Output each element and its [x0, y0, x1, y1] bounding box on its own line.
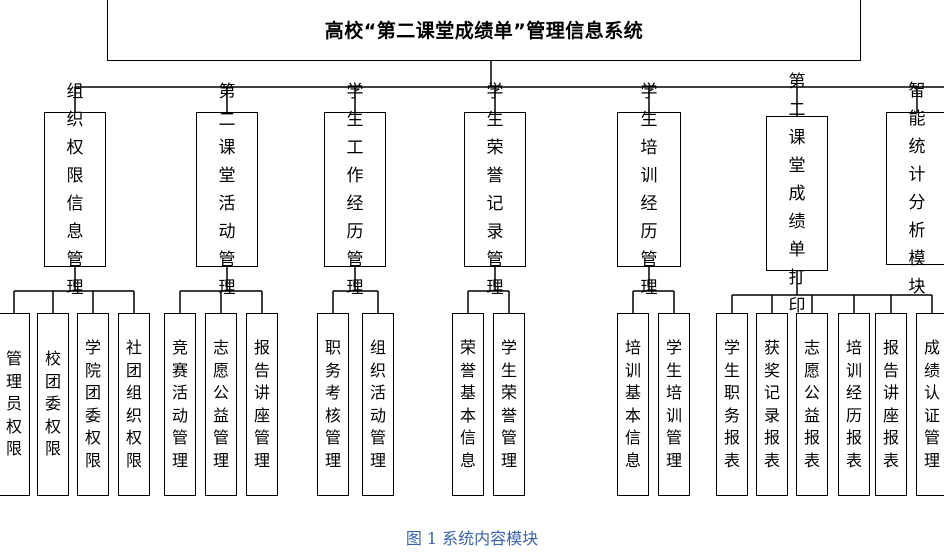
module-node-label: 第二课堂活动管理 — [218, 81, 236, 298]
sub-node: 成绩认证管理 — [916, 313, 944, 496]
sub-node: 学生培训管理 — [658, 313, 690, 496]
sub-node: 学生荣誉管理 — [493, 313, 525, 496]
sub-node: 学院团委权限 — [77, 313, 109, 496]
sub-node-label: 学生荣誉管理 — [500, 338, 517, 470]
sub-node: 志愿公益管理 — [205, 313, 237, 496]
sub-node: 竞赛活动管理 — [164, 313, 196, 496]
figure-caption: 图 1 系统内容模块 — [405, 529, 539, 548]
sub-node-label: 组织活动管理 — [369, 338, 386, 470]
sub-node: 职务考核管理 — [317, 313, 349, 496]
module-node: 学生工作经历管理 — [324, 82, 386, 298]
module-node: 学生荣誉记录管理 — [464, 82, 526, 298]
sub-node: 社团组织权限 — [118, 313, 150, 496]
sub-node: 培训经历报表 — [838, 313, 870, 496]
sub-node-label: 志愿公益管理 — [212, 338, 229, 470]
sub-node: 报告讲座管理 — [246, 313, 278, 496]
module-node: 组织权限信息管理 — [44, 82, 106, 298]
module-node-label: 智能统计分析模块 — [908, 80, 926, 297]
module-node-label: 学生荣誉记录管理 — [486, 81, 504, 298]
sub-node-label: 职务考核管理 — [324, 338, 341, 470]
sub-node-label: 培训经历报表 — [845, 338, 862, 470]
sub-node: 校团委权限 — [37, 313, 69, 496]
module-node-label: 学生工作经历管理 — [346, 81, 364, 298]
module-node: 第二课堂成绩单打印 — [766, 72, 828, 316]
sub-node-label: 报告讲座报表 — [882, 338, 899, 470]
sub-node: 获奖记录报表 — [756, 313, 788, 496]
root-node: 高校“第二课堂成绩单”管理信息系统 — [107, 0, 861, 61]
module-node: 第二课堂活动管理 — [196, 82, 258, 298]
module-node: 学生培训经历管理 — [617, 82, 681, 298]
sub-node-label: 学生培训管理 — [665, 338, 682, 470]
sub-node-label: 成绩认证管理 — [923, 338, 940, 470]
module-node-label: 组织权限信息管理 — [66, 81, 84, 298]
module-node-label: 第二课堂成绩单打印 — [788, 71, 806, 316]
sub-node-label: 校团委权限 — [44, 349, 61, 459]
sub-node-label: 学生职务报表 — [723, 338, 740, 470]
sub-node: 培训基本信息 — [617, 313, 649, 496]
sub-node: 报告讲座报表 — [875, 313, 907, 496]
sub-node-label: 学院团委权限 — [84, 338, 101, 470]
sub-node: 荣誉基本信息 — [452, 313, 484, 496]
sub-node: 管理员权限 — [0, 313, 30, 496]
sub-node-label: 志愿公益报表 — [803, 338, 820, 470]
sub-node-label: 社团组织权限 — [125, 338, 142, 470]
sub-node-label: 培训基本信息 — [624, 338, 641, 470]
root-title: 高校“第二课堂成绩单”管理信息系统 — [324, 20, 644, 42]
sub-node-label: 报告讲座管理 — [253, 338, 270, 470]
sub-node-label: 荣誉基本信息 — [459, 338, 476, 470]
sub-node: 组织活动管理 — [362, 313, 394, 496]
sub-node: 学生职务报表 — [716, 313, 748, 496]
sub-node-label: 获奖记录报表 — [763, 338, 780, 470]
sub-node-label: 竞赛活动管理 — [171, 338, 188, 470]
sub-node: 志愿公益报表 — [796, 313, 828, 496]
module-node-label: 学生培训经历管理 — [640, 81, 658, 298]
sub-node-label: 管理员权限 — [5, 349, 22, 459]
module-node: 智能统计分析模块 — [886, 81, 944, 297]
